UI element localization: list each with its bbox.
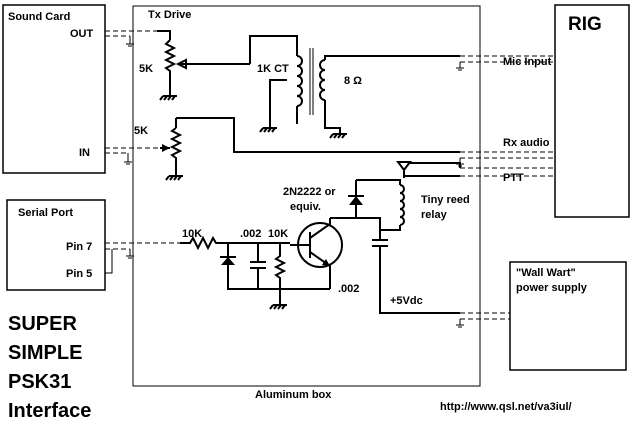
title-line-1: SUPER xyxy=(8,313,77,335)
vdc-label: +5Vdc xyxy=(390,295,423,307)
serial-port-title: Serial Port xyxy=(18,207,73,219)
pull-resistor-label: 10K xyxy=(268,228,288,240)
source-url: http://www.qsl.net/va3iul/ xyxy=(440,401,572,413)
wall-wart: "Wall Wart" power supply xyxy=(509,261,627,371)
base-clamp-diode xyxy=(221,257,235,265)
title-line-2: SIMPLE xyxy=(8,342,82,364)
rig-ptt-label: PTT xyxy=(503,172,524,184)
sound-card-title: Sound Card xyxy=(8,11,70,23)
transformer-primary-coil xyxy=(296,55,303,107)
collector-capacitor xyxy=(372,239,388,290)
transistor-label-line1: 2N2222 or xyxy=(283,186,336,198)
tx-drive-pot-value: 5K xyxy=(139,63,153,75)
rig-title: RIG xyxy=(568,14,602,35)
tx-drive-label: Tx Drive xyxy=(148,9,191,21)
base-capacitor xyxy=(250,243,266,289)
transistor-label-line2: equiv. xyxy=(290,201,321,213)
sound-card-out-label: OUT xyxy=(70,28,94,40)
transformer-secondary-coil xyxy=(319,59,326,101)
base-resistor-label: 10K xyxy=(182,228,202,240)
base-capacitor-label: .002 xyxy=(240,228,261,240)
wall-wart-line1: "Wall Wart" xyxy=(516,267,576,279)
relay-label-line2: relay xyxy=(421,209,448,221)
tx-drive-pot-resistor xyxy=(163,39,177,90)
reed-relay-contact xyxy=(396,161,412,172)
wall-wart-line2: power supply xyxy=(516,282,588,294)
rx-pot-value: 5K xyxy=(134,125,148,137)
transformer-secondary-label: 8 Ω xyxy=(344,75,362,87)
aluminum-box xyxy=(132,5,481,387)
serial-port: Serial Port Pin 7 Pin 5 xyxy=(6,199,106,291)
pull-resistor xyxy=(273,243,287,289)
title-line-3: PSK31 xyxy=(8,371,71,393)
collector-capacitor-label: .002 xyxy=(338,283,359,295)
reed-relay-coil xyxy=(399,184,405,226)
transformer-primary-label: 1K CT xyxy=(257,63,289,75)
transformer-core xyxy=(309,48,314,115)
rig-rx-label: Rx audio xyxy=(503,137,550,149)
aluminum-box-label: Aluminum box xyxy=(255,389,332,401)
serial-pin7-label: Pin 7 xyxy=(66,241,92,253)
base-resistor xyxy=(180,235,290,251)
relay-clamp-diode xyxy=(349,196,363,205)
rig: RIG Mic Input Rx audio PTT xyxy=(503,4,630,218)
title-line-4: Interface xyxy=(8,400,91,422)
relay-label-line1: Tiny reed xyxy=(421,194,470,206)
rx-pot-resistor xyxy=(169,127,183,170)
serial-pin5-label: Pin 5 xyxy=(66,268,92,280)
sound-card-in-label: IN xyxy=(79,147,90,159)
sound-card: Sound Card OUT IN xyxy=(2,4,106,174)
